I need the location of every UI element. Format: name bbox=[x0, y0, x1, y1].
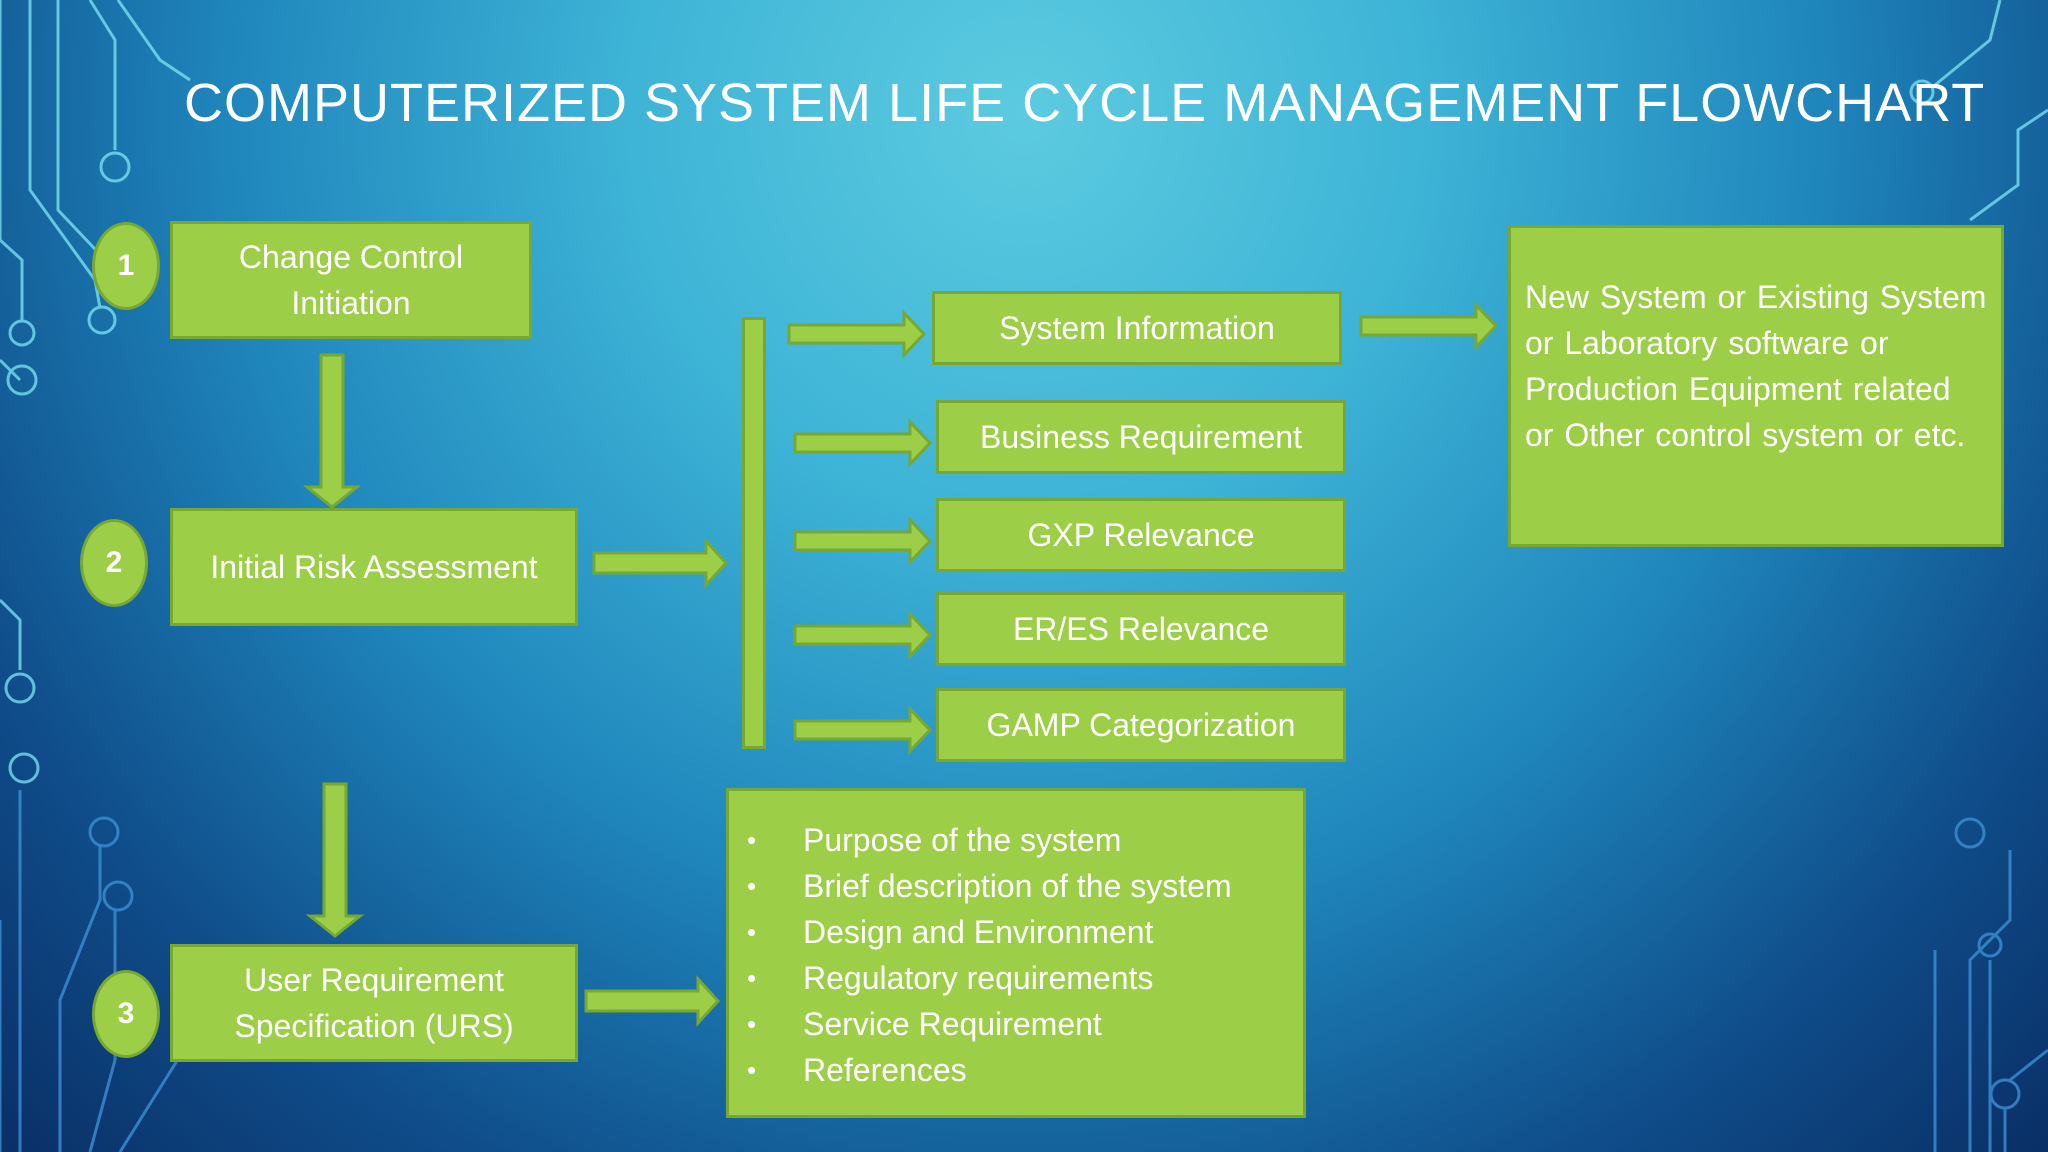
risk-item-eres-relevance: ER/ES Relevance bbox=[936, 592, 1346, 666]
change-control-initiation-box: Change Control Initiation bbox=[170, 221, 532, 339]
list-item: • Regulatory requirements bbox=[747, 955, 1303, 1001]
bullet-icon: • bbox=[747, 917, 757, 947]
bullet-icon: • bbox=[747, 1055, 757, 1085]
list-item: • Purpose of the system bbox=[747, 817, 1303, 863]
urs-line-2: Specification (URS) bbox=[234, 1008, 514, 1044]
change-control-line-2: Initiation bbox=[291, 285, 411, 321]
urs-items-list: • Purpose of the system • Brief descriptio… bbox=[726, 788, 1306, 1118]
branch-bar bbox=[742, 317, 766, 749]
urs-item-text: Purpose of the system bbox=[803, 822, 1122, 858]
change-control-line-1: Change Control bbox=[238, 239, 464, 275]
step-1-badge: 1 bbox=[92, 222, 160, 310]
user-requirement-specification-box: User Requirement Specification (URS) bbox=[170, 944, 578, 1062]
list-item: • References bbox=[747, 1047, 1303, 1093]
risk-item-gamp-categorization: GAMP Categorization bbox=[936, 688, 1346, 762]
urs-item-text: Service Requirement bbox=[803, 1006, 1102, 1042]
bullet-icon: • bbox=[747, 871, 757, 901]
bullet-icon: • bbox=[747, 963, 757, 993]
list-item: • Design and Environment bbox=[747, 909, 1303, 955]
risk-item-business-requirement: Business Requirement bbox=[936, 400, 1346, 474]
step-3-badge: 3 bbox=[92, 970, 160, 1058]
risk-item-gxp-relevance: GXP Relevance bbox=[936, 498, 1346, 572]
urs-item-text: Brief description of the system bbox=[803, 868, 1232, 904]
urs-item-text: References bbox=[803, 1052, 967, 1088]
initial-risk-assessment-box: Initial Risk Assessment bbox=[170, 508, 578, 626]
urs-item-text: Regulatory requirements bbox=[803, 960, 1154, 996]
system-information-note: New System or Existing System or Laborat… bbox=[1508, 225, 2004, 547]
bullet-icon: • bbox=[747, 825, 757, 855]
page-title: Computerized System Life Cycle Managemen… bbox=[184, 73, 1986, 133]
list-item: • Service Requirement bbox=[747, 1001, 1303, 1047]
bullet-icon: • bbox=[747, 1009, 757, 1039]
list-item: • Brief description of the system bbox=[747, 863, 1303, 909]
urs-item-text: Design and Environment bbox=[803, 914, 1154, 950]
urs-line-1: User Requirement bbox=[244, 962, 504, 998]
step-2-badge: 2 bbox=[80, 519, 148, 607]
risk-item-system-information: System Information bbox=[932, 291, 1342, 365]
